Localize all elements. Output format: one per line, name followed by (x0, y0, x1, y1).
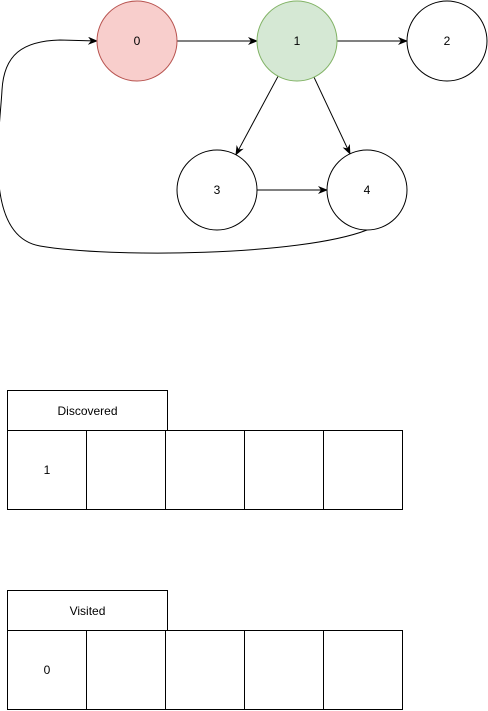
node-circle (176, 149, 258, 231)
edge-1-4 (313, 76, 351, 155)
visited-label: Visited (69, 603, 106, 618)
discovered-cell: 1 (7, 430, 87, 510)
node-label: 0 (134, 34, 141, 48)
node-circle (406, 0, 488, 82)
node-label: 3 (214, 183, 221, 197)
node-1: 1 (256, 0, 338, 82)
visited-row: 0 (7, 630, 403, 710)
visited-cell (244, 630, 324, 710)
discovered-cell (165, 430, 245, 510)
discovered-cell (323, 430, 403, 510)
visited-cell (86, 630, 166, 710)
node-2: 2 (406, 0, 488, 82)
node-circle (256, 0, 338, 82)
node-label: 1 (294, 34, 301, 48)
discovered-row: 1 (7, 430, 403, 510)
node-label: 2 (444, 34, 451, 48)
graph-diagram: 0 1 2 3 4 (0, 0, 488, 254)
node-circle (96, 0, 178, 82)
visited-header: Visited (7, 590, 168, 631)
node-4: 4 (326, 149, 408, 231)
discovered-cell (86, 430, 166, 510)
node-3: 3 (176, 149, 258, 231)
node-circle (326, 149, 408, 231)
discovered-label: Discovered (57, 403, 118, 418)
node-0: 0 (96, 0, 178, 82)
visited-cell: 0 (7, 630, 87, 710)
edge-4-0 (0, 36, 368, 254)
node-label: 4 (364, 183, 371, 197)
visited-cell (323, 630, 403, 710)
edge-1-3 (235, 75, 279, 156)
visited-cell (165, 630, 245, 710)
discovered-cell (244, 430, 324, 510)
discovered-header: Discovered (7, 390, 168, 431)
